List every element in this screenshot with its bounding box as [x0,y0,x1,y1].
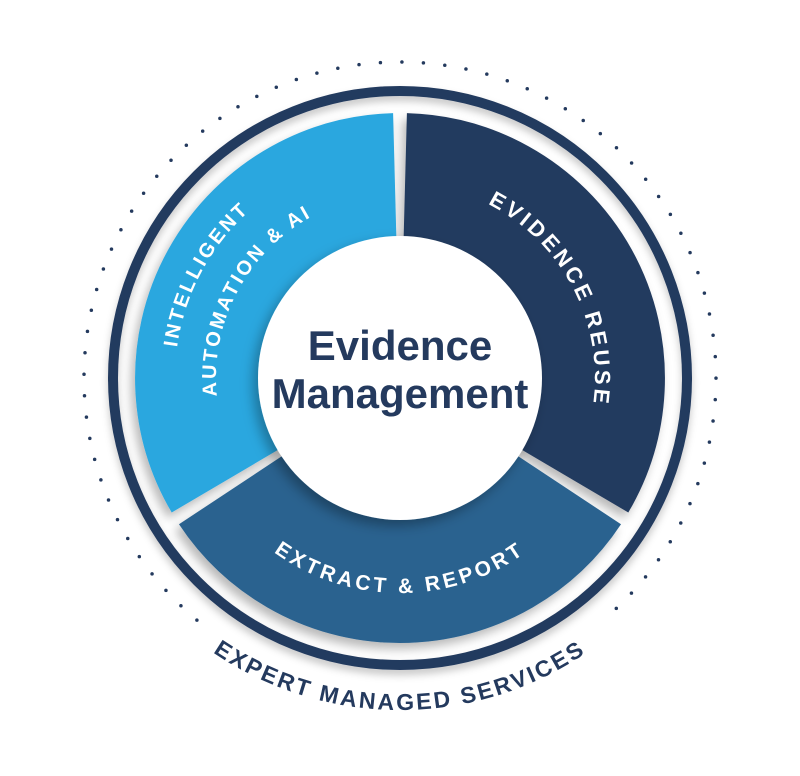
segment-evidence-reuse [401,113,665,513]
center-title-line2: Management [272,370,529,417]
center-title: Evidence Management [272,322,529,417]
center-circle [258,236,542,520]
outer-label: EXPERT MANAGED SERVICES [210,635,590,715]
segments-group [135,113,665,644]
segment-intelligent-automation-ai [135,113,399,513]
segment-extract-report [179,451,621,644]
center-title-line1: Evidence [308,322,492,369]
outer-ring [108,86,692,670]
